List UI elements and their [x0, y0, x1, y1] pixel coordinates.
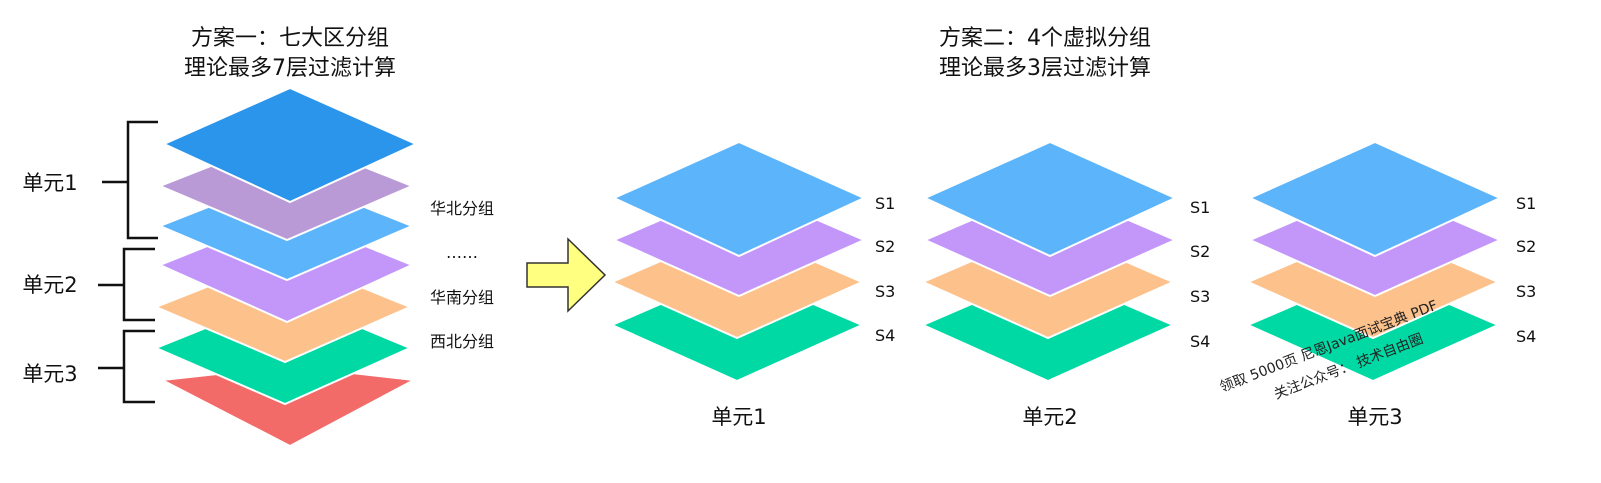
stack1-label-s2: S2: [875, 237, 895, 256]
left-layer-stack: [153, 86, 419, 448]
stack1-label-s3: S3: [875, 282, 895, 301]
stack1-label-s1: S1: [875, 194, 895, 213]
right-unit-label-1: 单元1: [711, 405, 766, 429]
stack3-label-s4: S4: [1516, 327, 1536, 346]
stack1-layer-s1: [611, 140, 867, 258]
left-title-line2: 理论最多7层过滤计算: [184, 56, 396, 81]
bracket-unit1: [126, 120, 158, 240]
left-layer-1: [161, 86, 419, 204]
bracket-unit2: [122, 247, 155, 322]
stack3-label-s2: S2: [1516, 237, 1536, 256]
stack2-label-s3: S3: [1190, 287, 1210, 306]
stack2-layer-s1: [922, 140, 1178, 258]
right-unit-label-2: 单元2: [1022, 405, 1077, 429]
left-unit-label-3: 单元3: [22, 362, 77, 386]
group-label-huanan: 华南分组: [430, 288, 494, 307]
stack2-label-s4: S4: [1190, 332, 1210, 351]
group-label-xibei: 西北分组: [430, 332, 494, 351]
stack1-label-s4: S4: [875, 326, 895, 345]
left-title-line1: 方案一：七大区分组: [191, 26, 389, 51]
right-stack-unit2: [920, 140, 1178, 383]
group-label-huabei: 华北分组: [430, 199, 494, 218]
transition-arrow: [526, 237, 607, 313]
stack3-label-s3: S3: [1516, 282, 1536, 301]
bracket-unit3: [122, 329, 155, 404]
right-unit-label-3: 单元3: [1347, 405, 1402, 429]
right-title-line1: 方案二：4个虚拟分组: [939, 26, 1151, 51]
right-stack-unit3: [1245, 140, 1503, 383]
stack3-layer-s1: [1247, 140, 1503, 258]
unit-brackets: [98, 120, 158, 404]
right-title-line2: 理论最多3层过滤计算: [939, 56, 1151, 81]
stack2-label-s1: S1: [1190, 198, 1210, 217]
stack2-label-s2: S2: [1190, 242, 1210, 261]
left-unit-label-1: 单元1: [22, 171, 77, 195]
group-label-ellipsis: ……: [446, 243, 478, 262]
left-unit-label-2: 单元2: [22, 273, 77, 297]
right-stack-unit1: [609, 140, 867, 383]
stack3-label-s1: S1: [1516, 194, 1536, 213]
